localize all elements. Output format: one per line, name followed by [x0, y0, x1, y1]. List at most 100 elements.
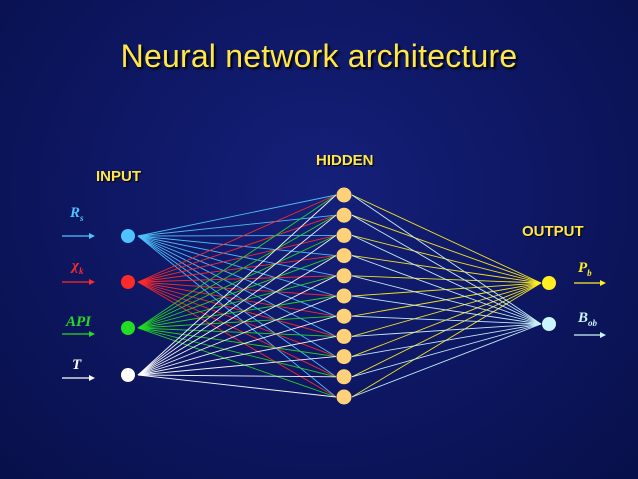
connection-in-1-6 [137, 281, 337, 317]
connection-in-3-10 [137, 374, 337, 398]
connection-out-4-1 [351, 275, 542, 325]
connection-out-7-1 [351, 323, 542, 337]
hidden-layer-label: HIDDEN [316, 152, 374, 169]
connection-out-0-1 [351, 194, 542, 325]
connection-in-3-5 [137, 295, 337, 376]
connection-out-10-1 [351, 323, 542, 398]
input-layer-label: INPUT [96, 168, 141, 185]
connection-in-3-1 [137, 214, 337, 376]
connection-in-0-5 [137, 235, 337, 297]
input-label-t-symbol: T [72, 357, 82, 373]
connection-out-1-0 [351, 214, 542, 284]
hidden-node-0 [336, 187, 352, 203]
input-arrow-head-0 [89, 233, 95, 239]
connection-in-1-1 [137, 214, 337, 283]
connection-out-6-1 [351, 315, 542, 325]
connection-in-1-8 [137, 281, 337, 358]
output-label-pb-symbol: P [578, 260, 588, 276]
output-label-bob-sub: ob [588, 318, 598, 328]
input-label-chik: χk [72, 258, 83, 276]
connection-in-1-9 [137, 281, 337, 378]
input-label-api-symbol: API [66, 314, 92, 330]
connection-out-5-1 [351, 295, 542, 325]
output-node-1 [542, 317, 556, 331]
output-label-bob: Bob [578, 310, 597, 328]
connection-in-0-0 [137, 194, 337, 237]
hidden-node-5 [336, 288, 352, 304]
connection-in-2-7 [137, 327, 337, 337]
input-node-2 [121, 321, 135, 335]
hidden-node-1 [336, 207, 352, 223]
connection-in-3-7 [137, 335, 337, 376]
connection-in-3-0 [137, 194, 337, 376]
hidden-node-4 [336, 268, 352, 284]
input-node-3 [121, 368, 135, 382]
hidden-node-8 [336, 349, 352, 365]
hidden-node-9 [336, 369, 352, 385]
connection-out-8-1 [351, 323, 542, 358]
hidden-node-2 [336, 227, 352, 243]
connection-out-9-1 [351, 323, 542, 378]
hidden-node-7 [336, 328, 352, 344]
connection-in-3-6 [137, 315, 337, 376]
connection-out-3-1 [351, 255, 542, 325]
connection-in-0-4 [137, 235, 337, 277]
input-label-api: API [66, 314, 91, 331]
input-label-rs: Rs [70, 205, 84, 223]
connection-in-1-7 [137, 281, 337, 337]
connection-in-0-1 [137, 214, 337, 237]
connection-in-2-5 [137, 295, 337, 329]
output-label-pb-sub: b [587, 268, 592, 278]
connection-in-2-1 [137, 214, 337, 329]
output-label-bob-symbol: B [578, 310, 589, 326]
hidden-node-3 [336, 248, 352, 264]
connection-in-1-3 [137, 255, 337, 283]
connection-in-2-6 [137, 315, 337, 329]
connection-in-1-0 [137, 194, 337, 283]
connection-in-0-7 [137, 235, 337, 337]
input-arrow-head-2 [89, 331, 95, 337]
input-node-1 [121, 275, 135, 289]
connection-in-0-10 [137, 235, 337, 398]
slide-title: Neural network architecture [120, 38, 518, 74]
connection-in-1-5 [137, 281, 337, 297]
output-label-pb: Pb [578, 260, 592, 278]
connection-in-3-4 [137, 275, 337, 376]
connection-in-0-3 [137, 235, 337, 257]
hidden-node-6 [336, 308, 352, 324]
connection-in-3-9 [137, 374, 337, 378]
connection-in-2-10 [137, 327, 337, 398]
connection-out-0-0 [351, 194, 542, 284]
connection-in-1-4 [137, 275, 337, 283]
input-arrow-head-3 [89, 375, 95, 381]
connection-in-2-2 [137, 234, 337, 329]
connection-in-0-2 [137, 234, 337, 237]
input-label-chik-symbol: χ [72, 258, 79, 274]
output-node-0 [542, 276, 556, 290]
input-label-rs-symbol: R [70, 205, 81, 221]
connection-in-2-3 [137, 255, 337, 329]
output-arrow-head-0 [600, 280, 606, 286]
hidden-node-10 [336, 389, 352, 405]
output-layer-label: OUTPUT [522, 223, 584, 240]
connection-in-2-0 [137, 194, 337, 329]
connection-in-3-8 [137, 356, 337, 376]
input-node-0 [121, 229, 135, 243]
connection-in-0-6 [137, 235, 337, 317]
connection-in-2-9 [137, 327, 337, 378]
input-arrow-head-1 [89, 279, 95, 285]
connection-in-2-8 [137, 327, 337, 358]
connection-in-3-3 [137, 255, 337, 376]
input-label-chik-sub: k [78, 266, 84, 276]
connection-out-1-1 [351, 214, 542, 325]
connection-in-3-2 [137, 235, 337, 376]
input-label-rs-sub: s [80, 213, 84, 223]
connection-in-2-4 [137, 275, 337, 329]
connection-in-1-2 [137, 234, 337, 283]
connection-in-1-10 [137, 281, 337, 398]
output-arrow-head-1 [600, 332, 606, 338]
connection-out-2-1 [351, 234, 542, 325]
connection-in-0-8 [137, 235, 337, 357]
